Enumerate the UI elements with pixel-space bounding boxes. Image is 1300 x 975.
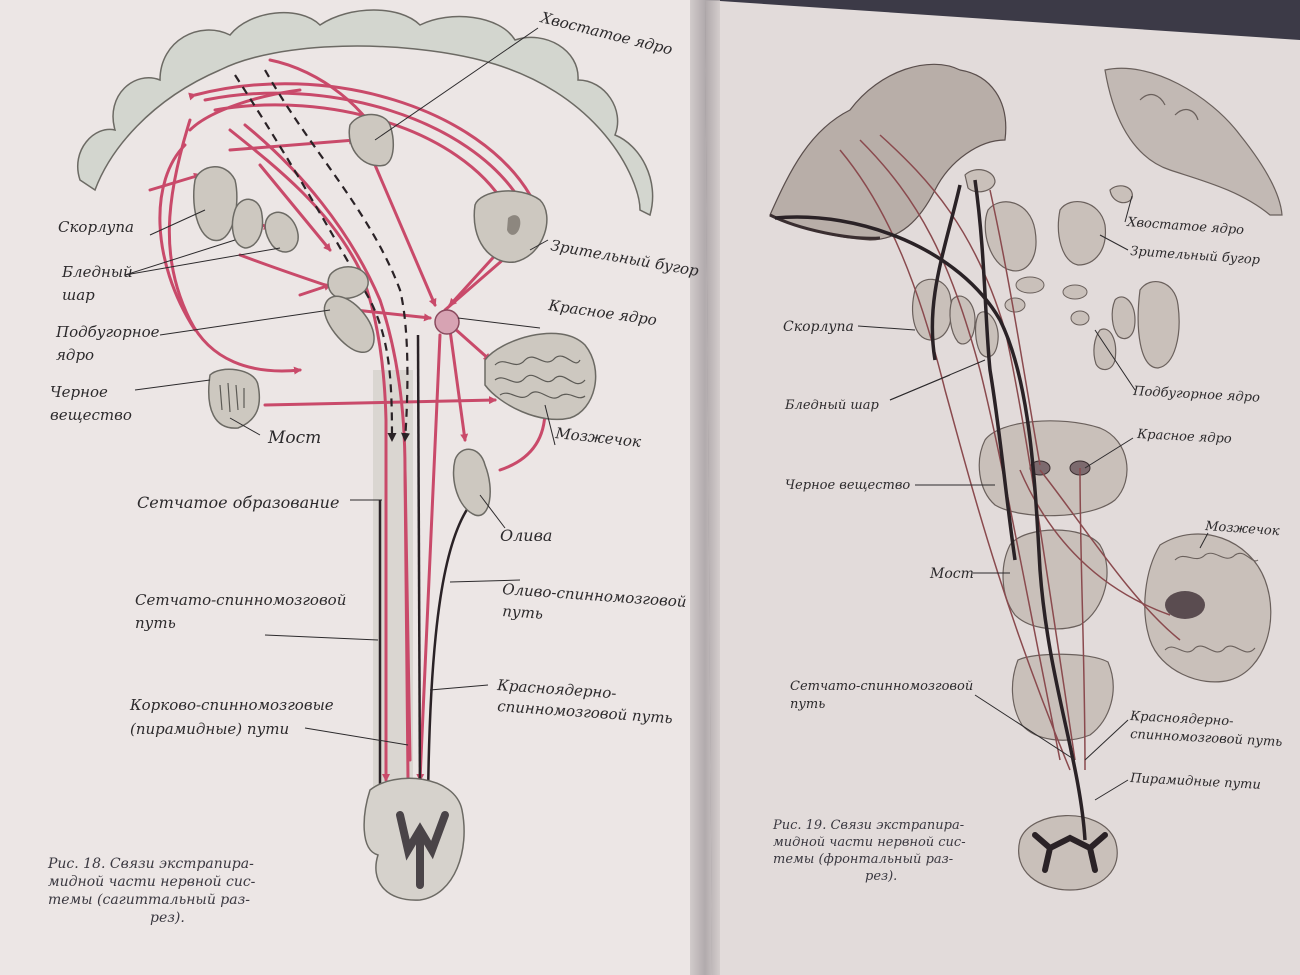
spinal-cord-section-right [1018, 815, 1118, 891]
label-globus-pallidus-line2: шар [62, 286, 95, 304]
label-r-red-nucleus: Красное ядро [1136, 427, 1232, 447]
label-r-rubrospinal-line1: Красноядерно- [1129, 709, 1234, 729]
caption-19-line3: темы (фронтальный раз- [773, 852, 953, 867]
caudate-nucleus-shape [348, 113, 395, 167]
label-olivospinal-line2: путь [502, 602, 544, 623]
label-pons: Мост [267, 428, 321, 448]
pons-section [1002, 529, 1108, 630]
globus-pallidus-shape-1 [231, 198, 264, 249]
substantia-nigra-shape [208, 368, 261, 429]
frontal-diagram: Хвостатое ядро Зрительный бугор Скорлупа… [769, 63, 1283, 891]
cerebellum-shape-right [1144, 533, 1272, 683]
label-r-substantia-nigra: Черное вещество [785, 478, 910, 493]
label-subthalamic-line2: ядро [56, 346, 94, 364]
thalamus-shape-left [984, 201, 1037, 272]
caudate-shape-right [1109, 185, 1133, 204]
caption-18-line3: темы (сагиттальный раз- [48, 892, 250, 908]
label-reticular-formation: Сетчатое образование [137, 493, 339, 512]
label-corticospinal-line1: Корково-спинномозговые [129, 696, 334, 714]
cortex-left-hemisphere [769, 63, 1007, 241]
caption-18-line1: Рис. 18. Связи экстрапира- [47, 856, 254, 872]
label-substantia-nigra-line2: вещество [50, 406, 132, 424]
medulla-section [1011, 653, 1114, 741]
caption-19-line1: Рис. 19. Связи экстрапира- [772, 818, 964, 833]
label-r-reticulospinal-line1: Сетчато-спинномозговой [790, 679, 973, 694]
caption-19-line2: мидной части нервной сис- [773, 835, 966, 850]
figure-19-caption: Рис. 19. Связи экстрапира- мидной части … [772, 818, 966, 884]
label-reticulospinal-line1: Сетчато-спинномозговой [135, 591, 346, 609]
label-r-globus-pallidus: Бледный шар [784, 398, 879, 413]
pallidus-shape-right-1 [1111, 296, 1136, 340]
label-reticulospinal-line2: путь [135, 614, 176, 632]
label-corticospinal-line2: (пирамидные) пути [130, 720, 289, 738]
label-putamen: Скорлупа [58, 218, 134, 236]
subthalamic-nucleus-shape-1 [327, 266, 369, 300]
label-olive: Олива [500, 526, 552, 545]
label-substantia-nigra-line1: Черное [50, 383, 108, 401]
putamen-shape [193, 166, 238, 242]
caption-18-line4: рез). [150, 910, 185, 926]
red-nucleus-shape [434, 309, 460, 335]
cortex-right-hemisphere [1104, 67, 1283, 216]
caption-18-line2: мидной части нервной сис- [48, 874, 256, 890]
cortex-outline [77, 9, 654, 217]
label-subthalamic-line1: Подбугорное [55, 323, 160, 341]
midbrain-section [978, 420, 1128, 517]
thalamus-shape-right [1057, 201, 1106, 266]
caudate-shape-left [964, 169, 996, 193]
globus-pallidus-shape-2 [264, 211, 299, 253]
label-globus-pallidus-line1: Бледный [61, 263, 133, 281]
label-r-reticulospinal-line2: путь [790, 697, 825, 712]
putamen-shape-right [1137, 281, 1180, 369]
subthalamic-nucleus-shape-2 [323, 295, 375, 353]
label-r-pyramidal: Пирамидные пути [1129, 771, 1261, 793]
olive-shape [452, 448, 491, 517]
figure-18-caption: Рис. 18. Связи экстрапира- мидной части … [47, 856, 256, 926]
label-r-cerebellum: Мозжечок [1204, 519, 1280, 539]
pallidus-shape-right-2 [1093, 328, 1117, 371]
caption-19-line4: рез). [865, 869, 897, 884]
label-r-pons: Мост [929, 566, 974, 582]
cerebellum-shape [484, 332, 597, 421]
label-r-subthalamic: Подбугорное ядро [1132, 384, 1261, 406]
label-r-putamen: Скорлупа [783, 319, 854, 335]
